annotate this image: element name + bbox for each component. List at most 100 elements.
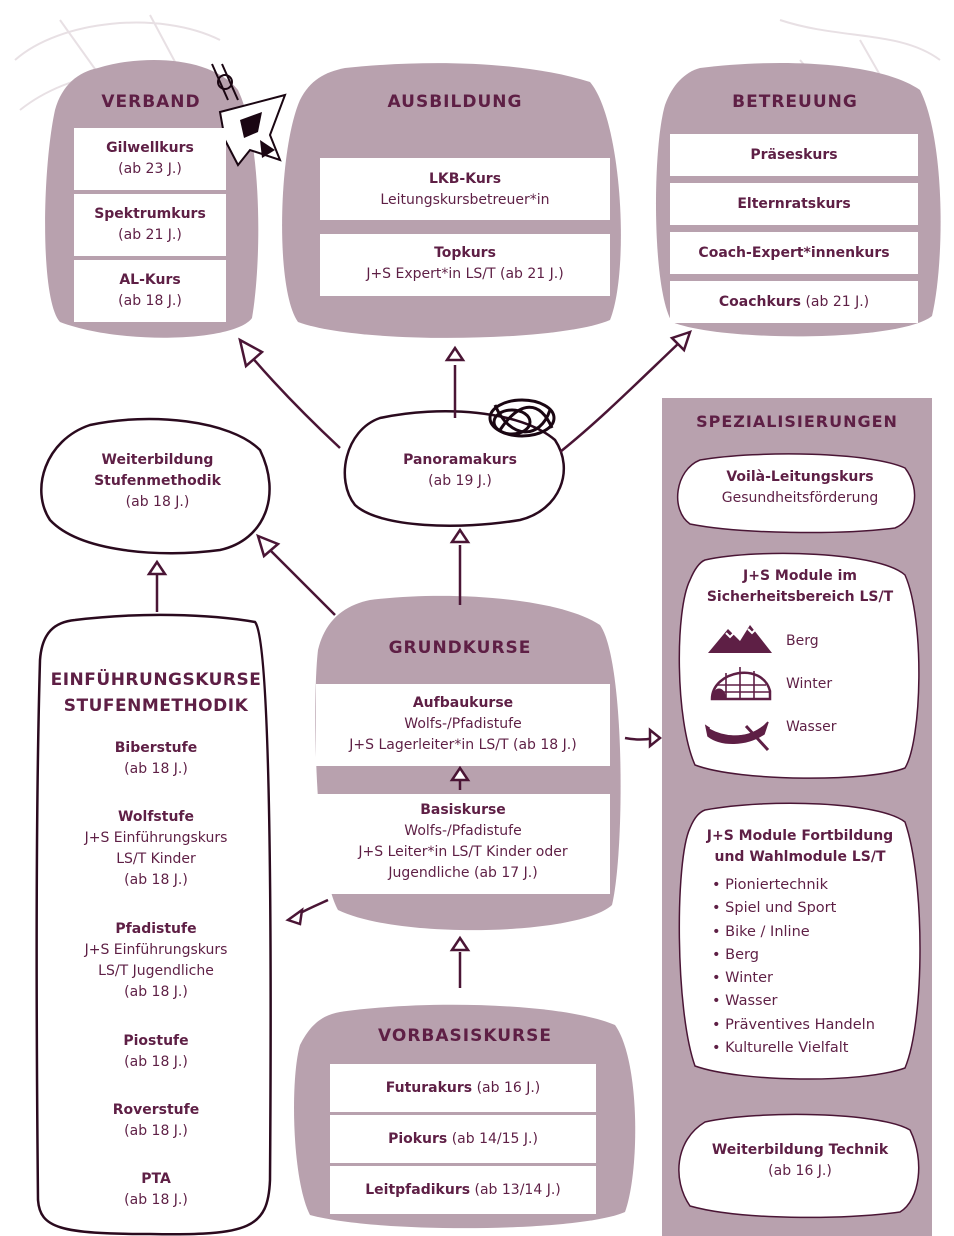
verband-item-gilwell[interactable]: Gilwellkurs (ab 23 J.) [74,128,226,190]
course-line: (ab 18 J.) [124,1192,188,1208]
course-name: Spektrumkurs [94,206,206,222]
fortbildung-list: Pioniertechnik Spiel und Sport Bike / In… [712,874,875,1060]
einfuehrung-item-wolf[interactable]: Wolfstufe J+S Einführungskurs LS/T Kinde… [50,807,262,891]
sicherheit-item-wasser[interactable]: Wasser [786,719,837,735]
course-age: (ab 18 J.) [125,494,190,510]
list-item[interactable]: Berg [712,944,875,967]
course-name: Pfadistufe [115,921,197,937]
betreuung-item-elternrat[interactable]: Elternratskurs [670,183,918,225]
betreuung-item-coach[interactable]: Coachkurs (ab 21 J.) [670,281,918,323]
course-name: Biberstufe [114,740,198,756]
voila-course[interactable]: Voilà-Leitungskurs Gesundheitsförderung [685,467,915,509]
course-line: Wolfs-/Pfadistufe [404,823,522,839]
knot-icon [488,398,556,438]
list-item[interactable]: Kulturelle Vielfalt [712,1037,875,1060]
einfuehrung-title-2: STUFENMETHODIK [63,696,249,716]
vorbasis-item-pio[interactable]: Piokurs (ab 14/15 J.) [330,1115,596,1163]
course-sub: J+S Expert*in LS/T (ab 21 J.) [366,266,564,282]
betreuung-item-coach-expert[interactable]: Coach-Expert*innenkurs [670,232,918,274]
course-age: (ab 16 J.) [476,1080,541,1096]
betreuung-item-praeses[interactable]: Präseskurs [670,134,918,176]
sicherheit-item-winter[interactable]: Winter [786,676,833,692]
course-line: J+S Leiter*in LS/T Kinder oder [358,844,568,860]
course-line: LS/T Jugendliche [98,963,214,979]
course-name: Weiterbildung Technik [711,1142,889,1158]
course-name-line1: Weiterbildung [101,452,214,468]
panorama-course[interactable]: Panoramakurs (ab 19 J.) [380,450,540,492]
igloo-icon [710,667,772,701]
course-line: J+S Einführungskurs [84,942,228,958]
course-name: Panoramakurs [403,452,517,468]
course-sub: Gesundheitsförderung [721,490,879,506]
course-name: Leitpfadikurs [365,1182,471,1198]
course-name: Futurakurs [385,1080,473,1096]
betreuung-title: BETREUUNG [732,92,858,112]
verband-item-spektrum[interactable]: Spektrumkurs (ab 21 J.) [74,194,226,256]
einfuehrung-item-pio[interactable]: Piostufe (ab 18 J.) [50,1031,262,1073]
einfuehrung-item-pta[interactable]: PTA (ab 18 J.) [50,1169,262,1211]
course-age: (ab 13/14 J.) [474,1182,561,1198]
fortbildung-title-2: und Wahlmodule LS/T [714,849,886,865]
list-item[interactable]: Bike / Inline [712,921,875,944]
vorbasis-title: VORBASISKURSE [378,1026,552,1046]
course-age: (ab 19 J.) [428,473,492,489]
course-name-line2: Stufenmethodik [94,473,221,489]
course-age: (ab 18 J.) [118,293,182,309]
vorbasis-item-leitpfadi[interactable]: Leitpfadikurs (ab 13/14 J.) [330,1166,596,1214]
list-item[interactable]: Pioniertechnik [712,874,875,897]
ausbildung-item-top[interactable]: Topkurs J+S Expert*in LS/T (ab 21 J.) [320,234,610,296]
course-age: (ab 14/15 J.) [451,1131,538,1147]
sicherheit-title-2: Sicherheitsbereich LS/T [706,589,894,605]
weiterbildung-stufen-course[interactable]: Weiterbildung Stufenmethodik (ab 18 J.) [70,450,245,513]
course-line: LS/T Kinder [116,851,196,867]
list-item[interactable]: Präventives Handeln [712,1014,875,1037]
fortbildung-title-1: J+S Module Fortbildung [706,828,894,844]
sicherheit-item-berg[interactable]: Berg [786,633,819,649]
course-name: Aufbaukurse [412,695,514,711]
list-item[interactable]: Spiel und Sport [712,897,875,920]
einfuehrung-item-rover[interactable]: Roverstufe (ab 18 J.) [50,1100,262,1142]
grundkurse-basis[interactable]: Basiskurse Wolfs-/Pfadistufe J+S Leiter*… [316,794,610,894]
course-line: (ab 18 J.) [124,984,188,1000]
sicherheit-title-1: J+S Module im [743,568,857,584]
sicherheit-title: J+S Module im Sicherheitsbereich LS/T [685,566,915,608]
course-line: (ab 18 J.) [124,761,188,777]
vorbasis-item-futura[interactable]: Futurakurs (ab 16 J.) [330,1064,596,1112]
scarf-icon [211,63,287,167]
mountain-icon [708,625,772,653]
weiterbildung-stufen-bubble [40,417,271,555]
fortbildung-title: J+S Module Fortbildung und Wahlmodule LS… [685,826,915,868]
einfuehrung-item-biber[interactable]: Biberstufe (ab 18 J.) [50,738,262,780]
ausbildung-title: AUSBILDUNG [387,92,523,112]
course-line: Wolfs-/Pfadistufe [404,716,522,732]
course-name: PTA [141,1171,171,1187]
technik-course[interactable]: Weiterbildung Technik (ab 16 J.) [685,1140,915,1182]
course-line: (ab 18 J.) [124,1123,188,1139]
einfuehrung-title-1: EINFÜHRUNGSKURSE [50,670,262,690]
grundkurse-aufbau[interactable]: Aufbaukurse Wolfs-/Pfadistufe J+S Lagerl… [316,684,610,766]
course-line: Jugendliche (ab 17 J.) [388,865,538,881]
course-age: (ab 21 J.) [118,227,182,243]
course-name: Piokurs [388,1131,448,1147]
list-item[interactable]: Winter [712,967,875,990]
sicherheit-bubble [678,552,920,779]
grundkurse-title: GRUNDKURSE [388,638,532,658]
connector-arrows [146,330,692,988]
spezialisierungen-title: SPEZIALISIERUNGEN [696,412,898,431]
course-name: Piostufe [123,1033,189,1049]
verband-title: VERBAND [101,92,201,112]
course-age: (ab 23 J.) [118,161,182,177]
list-item[interactable]: Wasser [712,990,875,1013]
course-line: J+S Lagerleiter*in LS/T (ab 18 J.) [349,737,577,753]
course-name: Gilwellkurs [106,140,194,156]
course-name: Voilà-Leitungskurs [726,469,874,485]
course-name: Basiskurse [420,802,506,818]
course-sub: Leitungskursbetreuer*in [380,192,550,208]
panorama-bubble [343,410,566,527]
course-name: LKB-Kurs [428,171,502,187]
course-name: AL-Kurs [119,272,181,288]
course-line: J+S Einführungskurs [84,830,228,846]
einfuehrung-item-pfadi[interactable]: Pfadistufe J+S Einführungskurs LS/T Juge… [50,919,262,1003]
verband-item-al[interactable]: AL-Kurs (ab 18 J.) [74,260,226,322]
ausbildung-item-lkb[interactable]: LKB-Kurs Leitungskursbetreuer*in [320,158,610,220]
